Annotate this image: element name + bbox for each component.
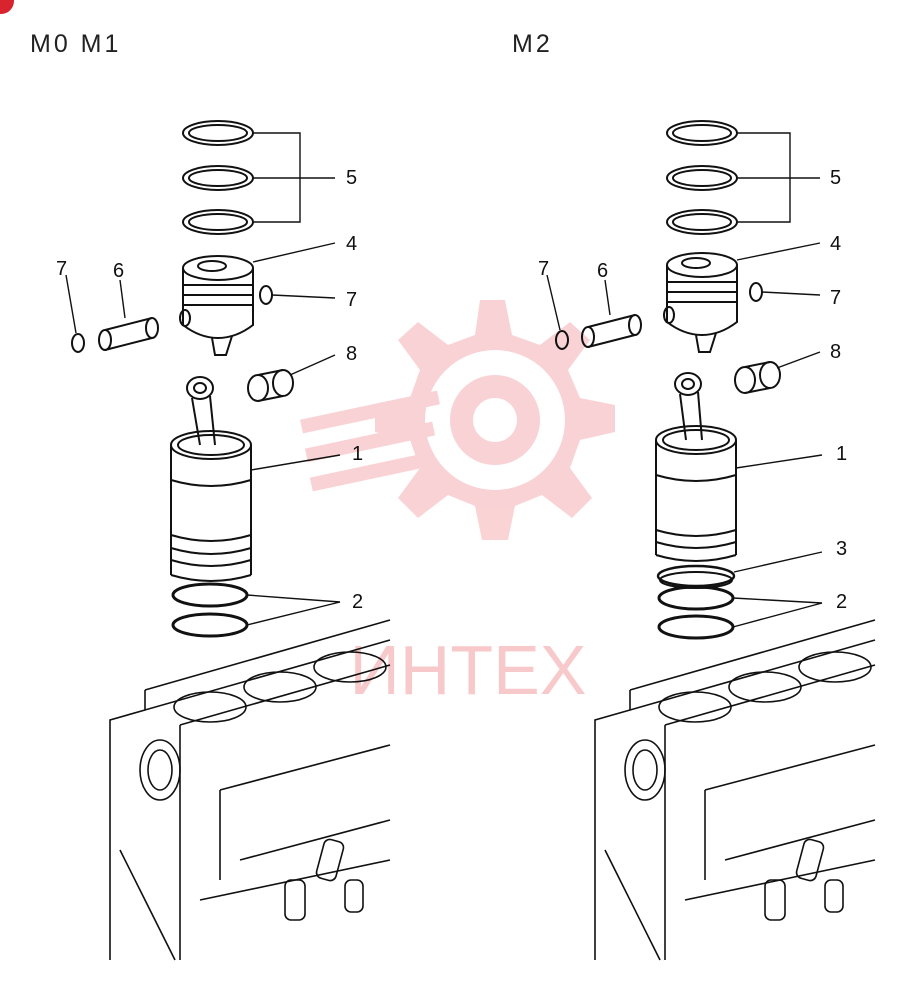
piston xyxy=(179,255,254,356)
variant-label-m0-m1: M0 M1 xyxy=(30,30,122,58)
callout-7: 7 xyxy=(346,289,357,311)
callout-5: 5 xyxy=(830,167,841,189)
callout-7: 7 xyxy=(538,258,549,280)
callout-2: 2 xyxy=(352,591,363,613)
callout-5: 5 xyxy=(346,167,357,189)
circlip xyxy=(71,333,85,353)
watermark-gear-logo xyxy=(300,300,615,540)
circlip xyxy=(259,285,273,305)
callout-2: 2 xyxy=(836,591,847,613)
callout-6: 6 xyxy=(597,260,608,282)
callout-1: 1 xyxy=(352,443,363,465)
piston-pin xyxy=(581,314,642,348)
connecting-rod xyxy=(186,376,216,446)
watermark-text: ИНТЕХ xyxy=(349,631,586,709)
piston xyxy=(663,252,738,353)
liner-shim xyxy=(656,564,736,589)
callout-4: 4 xyxy=(346,233,357,255)
small-end-bushing xyxy=(734,361,781,394)
small-end-bushing xyxy=(247,369,294,402)
leader-lines xyxy=(546,132,823,628)
callout-6: 6 xyxy=(113,260,124,282)
circlip xyxy=(555,330,569,350)
callout-3: 3 xyxy=(836,538,847,560)
piston-pin xyxy=(98,317,159,351)
callout-7: 7 xyxy=(830,287,841,309)
callouts-m0-m1: 5 4 7 6 7 8 1 2 xyxy=(56,167,363,613)
piston-rings xyxy=(666,120,738,235)
cylinder-block xyxy=(109,619,391,961)
o-rings xyxy=(657,585,735,640)
callout-1: 1 xyxy=(836,443,847,465)
callout-8: 8 xyxy=(346,343,357,365)
assembly-m0-m1 xyxy=(65,120,391,961)
o-rings xyxy=(171,582,249,638)
cylinder-liner xyxy=(655,425,737,562)
callout-7: 7 xyxy=(56,258,67,280)
callout-4: 4 xyxy=(830,233,841,255)
assembly-m2 xyxy=(546,120,876,961)
variant-label-m2: M2 xyxy=(512,30,553,58)
callout-8: 8 xyxy=(830,341,841,363)
cylinder-block xyxy=(594,619,876,961)
callouts-m2: 5 4 7 6 7 8 1 3 2 xyxy=(538,167,847,613)
leader-lines xyxy=(65,132,341,626)
circlip xyxy=(749,282,763,302)
connecting-rod xyxy=(674,372,703,441)
cylinder-liner xyxy=(170,430,252,582)
piston-rings xyxy=(182,120,254,235)
